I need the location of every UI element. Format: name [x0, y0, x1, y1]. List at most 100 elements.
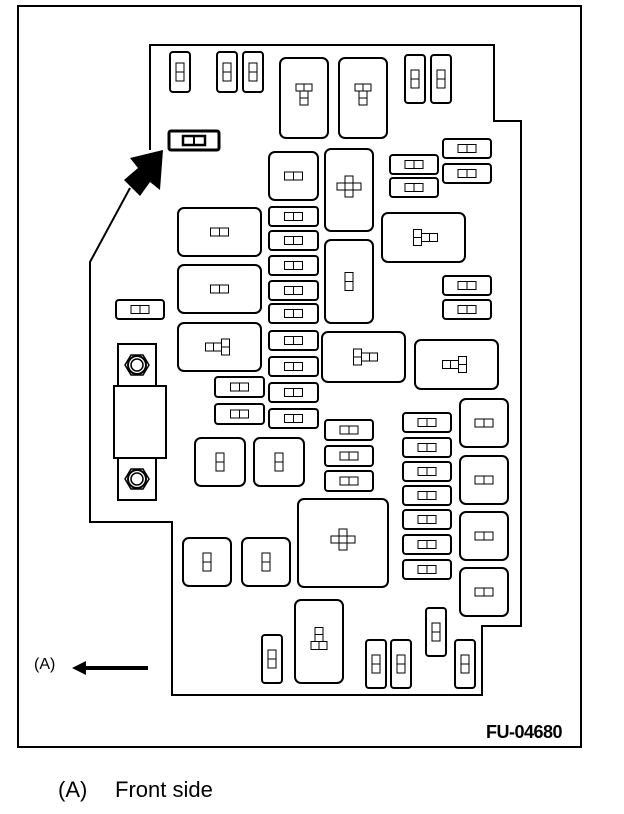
relay [414, 339, 499, 390]
relay [338, 57, 388, 139]
terminal-slot [483, 587, 494, 597]
terminal-slot [460, 663, 470, 674]
fuse [365, 639, 387, 689]
terminal-slot [344, 189, 354, 198]
terminal-slot [358, 97, 368, 106]
terminal-slot [202, 561, 212, 572]
fuse [442, 163, 492, 184]
terminal-slot [239, 382, 249, 392]
bolt-head-icon [130, 472, 144, 486]
relay-body [381, 212, 466, 263]
fuse [402, 559, 452, 580]
fuse [214, 376, 265, 398]
terminal-slot [338, 542, 348, 551]
terminal-slot [483, 531, 494, 541]
terminal-slot [318, 641, 328, 650]
terminal-slot [458, 364, 467, 373]
terminal-slot [466, 281, 477, 290]
fuse [402, 437, 452, 458]
fuse [268, 206, 319, 227]
terminal-slot [293, 171, 303, 181]
terminal-slot [293, 286, 303, 295]
fuse [324, 470, 374, 492]
fuse [442, 275, 492, 296]
terminal-slot [267, 658, 277, 669]
terminal-slot [426, 443, 437, 452]
fuse-large [459, 567, 509, 617]
terminal-slot [293, 236, 303, 245]
fuse [402, 509, 452, 530]
fuse [268, 230, 319, 251]
fuse [268, 255, 319, 276]
relay [381, 212, 466, 263]
terminal-slot [483, 418, 494, 428]
terminal-slot [426, 491, 437, 500]
fuse-large [459, 455, 509, 505]
terminal-slot [348, 476, 359, 486]
bolt-icon [127, 355, 147, 375]
fuse-large [194, 437, 246, 487]
terminal-slot [466, 144, 477, 153]
fuse [324, 419, 374, 441]
fuse [402, 412, 452, 433]
fuse [442, 299, 492, 320]
terminal-slot [396, 663, 406, 674]
terminal-slot [248, 71, 258, 82]
fuse-large [177, 207, 262, 257]
figure-code: FU-04680 [486, 722, 563, 742]
fusible-link-body [113, 385, 167, 459]
fuse-large [241, 537, 291, 587]
fuse-large [268, 151, 319, 201]
fuse [324, 445, 374, 467]
terminal-slot [293, 362, 303, 371]
terminal-slot [466, 305, 477, 314]
fuse [389, 177, 439, 198]
direction-label: (A) [34, 656, 56, 673]
terminal-slot [274, 461, 284, 472]
terminal-slot [466, 169, 477, 178]
bolt-nut-icon [124, 468, 150, 490]
fuse [268, 382, 319, 403]
terminal-slot [413, 160, 424, 169]
fuse-box-outline [89, 44, 522, 696]
terminal-slot [293, 309, 303, 318]
fuse [261, 634, 283, 684]
terminal-slot [293, 414, 303, 423]
terminal-slot [371, 663, 381, 674]
bolt-block [117, 457, 157, 501]
fuse [216, 51, 238, 93]
relay [279, 57, 329, 139]
terminal-slot [431, 631, 441, 642]
fuse [402, 485, 452, 506]
terminal-slot [483, 475, 494, 485]
relay-body [321, 331, 406, 383]
relay [324, 239, 374, 324]
fuse [430, 54, 452, 104]
relay [297, 498, 389, 588]
terminal-slot [426, 515, 437, 524]
pointer-arrow-icon [124, 150, 163, 196]
terminal-slot [348, 425, 359, 435]
terminal-slot [426, 418, 437, 427]
fusible-link [113, 343, 167, 501]
fuse-large [253, 437, 305, 487]
terminal-slot [293, 336, 303, 345]
terminal-slot [219, 227, 229, 237]
terminal-slot [346, 535, 356, 544]
fuse [268, 356, 319, 377]
caption-text: Front side [115, 777, 213, 802]
terminal-slot [344, 281, 354, 291]
fuse [214, 403, 265, 425]
terminal-slot [426, 565, 437, 574]
fuse-large [459, 511, 509, 561]
fuse [389, 154, 439, 175]
fuse [442, 138, 492, 159]
fuse [268, 408, 319, 429]
terminal-slot [348, 451, 359, 461]
terminal-slot [219, 284, 229, 294]
fuse [268, 303, 319, 324]
terminal-slot [436, 78, 446, 89]
fuse [454, 639, 476, 689]
terminal-slot [293, 261, 303, 270]
fuse [390, 639, 412, 689]
